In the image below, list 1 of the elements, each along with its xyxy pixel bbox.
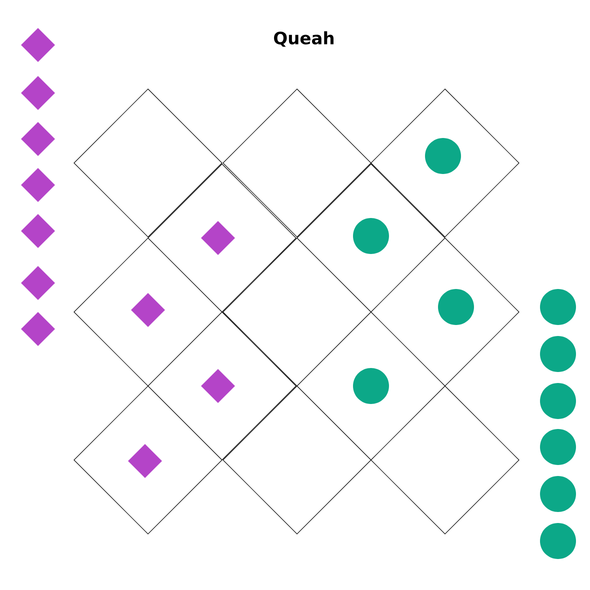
- title: Queah: [274, 31, 334, 47]
